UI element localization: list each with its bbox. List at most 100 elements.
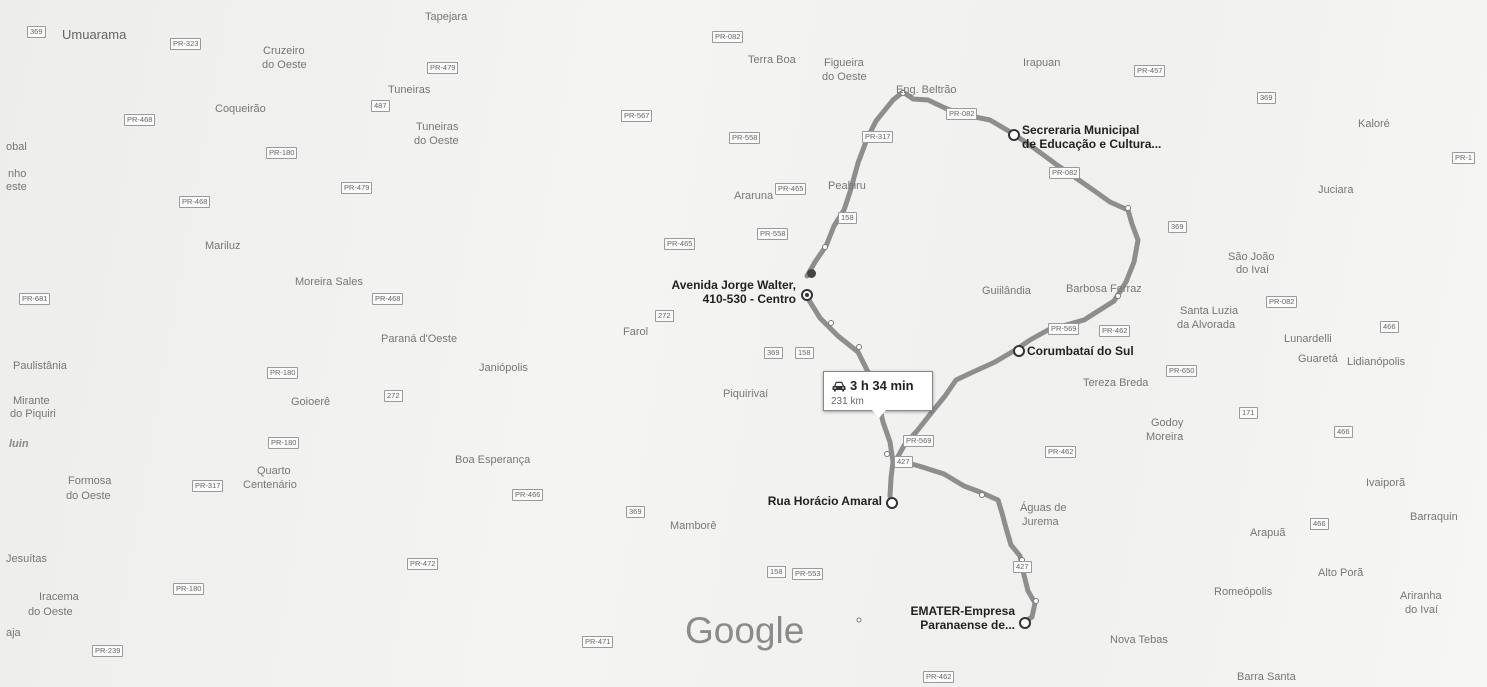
road-shield: PR-457 [1134, 65, 1166, 77]
road-shield: PR-567 [621, 110, 653, 122]
place-label: Barra Santa [1237, 671, 1296, 683]
road-shield: 158 [767, 566, 786, 578]
road-shield: PR-1 [1452, 152, 1476, 164]
road-shield: PR-180 [268, 437, 300, 449]
waypoint-emater-line2: Paranaense de... [920, 618, 1015, 632]
waypoint-horacio-line1: Rua Horácio Amaral [767, 494, 882, 508]
route-duration-callout[interactable]: 3 h 34 min 231 km [823, 371, 933, 418]
road-shield: PR-462 [1045, 446, 1077, 458]
place-label: Moreira Sales [295, 276, 363, 288]
road-shield: 427 [1013, 561, 1032, 573]
waypoint-horacio-marker[interactable] [886, 497, 898, 509]
road-shield: PR-180 [267, 367, 299, 379]
road-shield: 158 [838, 212, 857, 224]
road-shield: PR-553 [792, 568, 824, 580]
place-label: Araruna [734, 190, 774, 202]
road-shield: 272 [384, 390, 403, 402]
google-logo: Google [685, 610, 805, 651]
place-label: do Ivaí [1236, 264, 1270, 276]
road-shield: PR-082 [1266, 296, 1298, 308]
waypoint-corumbatai-marker[interactable] [1013, 345, 1025, 357]
place-label: Peabiru [828, 180, 866, 192]
place-label: Coqueirão [215, 103, 266, 115]
place-label: Santa Luzia [1180, 305, 1239, 317]
road-shield: PR-082 [712, 31, 744, 43]
place-label: do Piquiri [10, 408, 56, 420]
place-label: Godoy [1151, 417, 1184, 429]
place-label: Eng. Beltrão [896, 84, 957, 96]
place-label: Piquirivaí [723, 388, 769, 400]
waypoint-origin-marker[interactable] [801, 289, 813, 301]
road-shield: 369 [626, 506, 645, 518]
road-shield: PR-180 [173, 583, 205, 595]
place-label: Romeópolis [1214, 586, 1273, 598]
waypoint-origin-label[interactable]: Avenida Jorge Walter, 410-530 - Centro [650, 278, 796, 306]
place-label: Juciara [1318, 184, 1354, 196]
road-shield: 427 [894, 456, 913, 468]
road-shield: 369 [764, 347, 783, 359]
place-label: Iracema [39, 591, 79, 603]
place-label: Barbosa Ferraz [1066, 283, 1142, 295]
place-label: aja [6, 627, 21, 639]
place-label: Águas de [1020, 502, 1067, 514]
place-label: Centenário [243, 479, 297, 491]
road-shield: PR-462 [923, 671, 955, 683]
road-shield: PR-471 [582, 636, 614, 648]
road-shield: 487 [371, 100, 390, 112]
place-label: Paraná d'Oeste [381, 333, 458, 345]
route-distance: 231 km [831, 396, 864, 407]
waypoint-origin-line2: 410-530 - Centro [702, 292, 796, 306]
place-label: nho [8, 168, 27, 180]
place-label: Tapejara [425, 11, 468, 23]
road-shield: PR-317 [862, 131, 894, 143]
place-label: Irapuan [1023, 57, 1061, 69]
waypoint-emater-label[interactable]: EMATER-Empresa Paranaense de... [880, 604, 1015, 632]
place-label: Alto Porã [1318, 567, 1364, 579]
waypoint-emater-marker[interactable] [1019, 617, 1031, 629]
waypoint-horacio-label[interactable]: Rua Horácio Amaral [740, 494, 882, 508]
place-label: Mamborê [670, 520, 717, 532]
road-shield: 369 [1257, 92, 1276, 104]
road-shield: 466 [1380, 321, 1399, 333]
waypoint-origin-line1: Avenida Jorge Walter, [671, 278, 796, 292]
road-shield: PR-082 [946, 108, 978, 120]
road-shield: 158 [795, 347, 814, 359]
car-icon [832, 381, 846, 392]
origin-pin[interactable] [807, 269, 816, 278]
road-shield: PR-239 [92, 645, 124, 657]
place-label: obal [6, 141, 27, 153]
road-shield: PR-468 [179, 196, 211, 208]
road-shield: PR-465 [775, 183, 807, 195]
road-shield: PR-479 [427, 62, 459, 74]
place-label: Tuneiras [388, 84, 431, 96]
road-shield: 272 [655, 310, 674, 322]
place-label: luin [9, 438, 29, 450]
waypoint-corumbatai-label[interactable]: Corumbataí do Sul [1027, 344, 1134, 358]
place-label: Boa Esperança [455, 454, 531, 466]
waypoint-secretaria-label[interactable]: Secreraria Municipal de Educação e Cultu… [1022, 123, 1161, 151]
road-shield: PR-317 [192, 480, 224, 492]
place-label: do Ivaí [1405, 604, 1439, 616]
place-label: Barraquin [1410, 511, 1458, 523]
road-shield: PR-466 [512, 489, 544, 501]
place-label: Arapuã [1250, 527, 1286, 539]
place-label: Ariranha [1400, 590, 1442, 602]
route-main[interactable] [804, 89, 1141, 625]
road-shield: PR-650 [1166, 365, 1198, 377]
waypoint-corumbatai-line1: Corumbataí do Sul [1027, 344, 1134, 358]
road-shield: PR-558 [757, 228, 789, 240]
place-label: Lunardelli [1284, 333, 1332, 345]
waypoint-secretaria-line2: de Educação e Cultura... [1022, 137, 1162, 151]
road-shield: PR-468 [372, 293, 404, 305]
waypoint-secretaria-marker[interactable] [1008, 129, 1020, 141]
road-shield: 369 [1168, 221, 1187, 233]
road-shield: PR-569 [903, 435, 935, 447]
waypoint-secretaria-line1: Secreraria Municipal [1022, 123, 1140, 137]
place-label: Tereza Breda [1083, 377, 1149, 389]
place-label: Goioerê [291, 396, 331, 408]
place-label: do Oeste [262, 59, 307, 71]
place-label: São João [1228, 251, 1275, 263]
place-label: Moreira [1146, 431, 1184, 443]
place-label: Quarto [257, 465, 291, 477]
